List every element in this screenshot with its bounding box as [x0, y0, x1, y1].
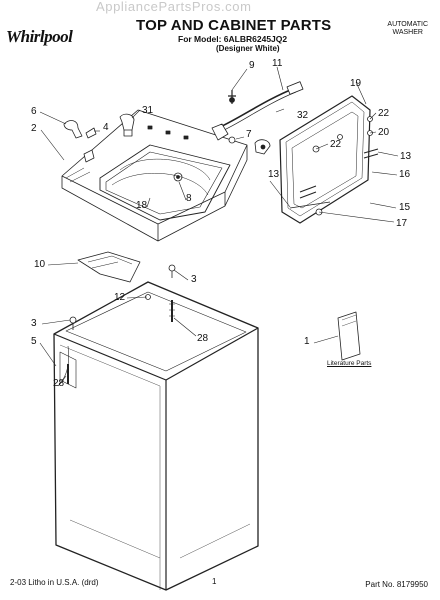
- callout-6: 6: [31, 106, 37, 117]
- washer-cabinet: [53, 264, 259, 591]
- callout-13-right: 13: [400, 151, 412, 162]
- footer-page-number: 1: [212, 577, 217, 586]
- callout-4: 4: [103, 122, 109, 133]
- callout-8: 8: [186, 193, 192, 204]
- callout-3-lower: 3: [31, 318, 37, 329]
- leader-lines: [39, 66, 399, 385]
- callout-22-upper: 22: [378, 108, 390, 119]
- callout-22-lower: 22: [330, 139, 342, 150]
- callout-12: 12: [114, 292, 126, 303]
- water-inlet-hose: [211, 81, 304, 144]
- callout-15: 15: [399, 202, 411, 213]
- callout-16: 16: [399, 169, 411, 180]
- callout-7: 7: [246, 129, 252, 140]
- callout-5: 5: [31, 336, 37, 347]
- callout-10: 10: [34, 259, 46, 270]
- callout-28-lower: 28: [53, 378, 65, 389]
- callout-18: 18: [136, 200, 148, 211]
- hinge-parts: [63, 113, 135, 163]
- lid-switch: [254, 139, 271, 155]
- watermark: AppliancePartsPros.com: [96, 0, 252, 14]
- callout-19: 19: [350, 78, 362, 89]
- literature-caption: Literature Parts: [327, 360, 372, 367]
- washer-top: [61, 109, 248, 242]
- callout-1: 1: [304, 336, 310, 347]
- callout-20: 20: [378, 127, 390, 138]
- callout-11: 11: [272, 58, 283, 69]
- callout-32: 32: [297, 110, 309, 121]
- callout-2: 2: [31, 123, 37, 134]
- product-type-line2: WASHER: [392, 29, 423, 36]
- model-line: For Model: 6ALBR6245JQ2: [178, 34, 288, 44]
- whirlpool-logo: Whirlpool: [6, 27, 73, 46]
- product-type: AUTOMATIC WASHER: [387, 21, 428, 37]
- callout-13-left: 13: [268, 169, 280, 180]
- callout-3-upper: 3: [191, 274, 197, 285]
- variant-line: (Designer White): [216, 44, 280, 53]
- callout-28-upper: 28: [197, 333, 209, 344]
- washer-lid: [279, 95, 379, 224]
- footer-litho: 2-03 Litho in U.S.A. (drd): [10, 578, 99, 587]
- footer-part-number: Part No. 8179950: [365, 580, 428, 589]
- callout-31: 31: [142, 105, 154, 116]
- callout-17: 17: [396, 218, 408, 229]
- product-type-line1: AUTOMATIC: [387, 21, 428, 28]
- page-title: TOP AND CABINET PARTS: [136, 17, 332, 34]
- literature-booklet: [337, 311, 361, 361]
- top-bracket: [77, 251, 141, 283]
- callout-9: 9: [249, 60, 255, 71]
